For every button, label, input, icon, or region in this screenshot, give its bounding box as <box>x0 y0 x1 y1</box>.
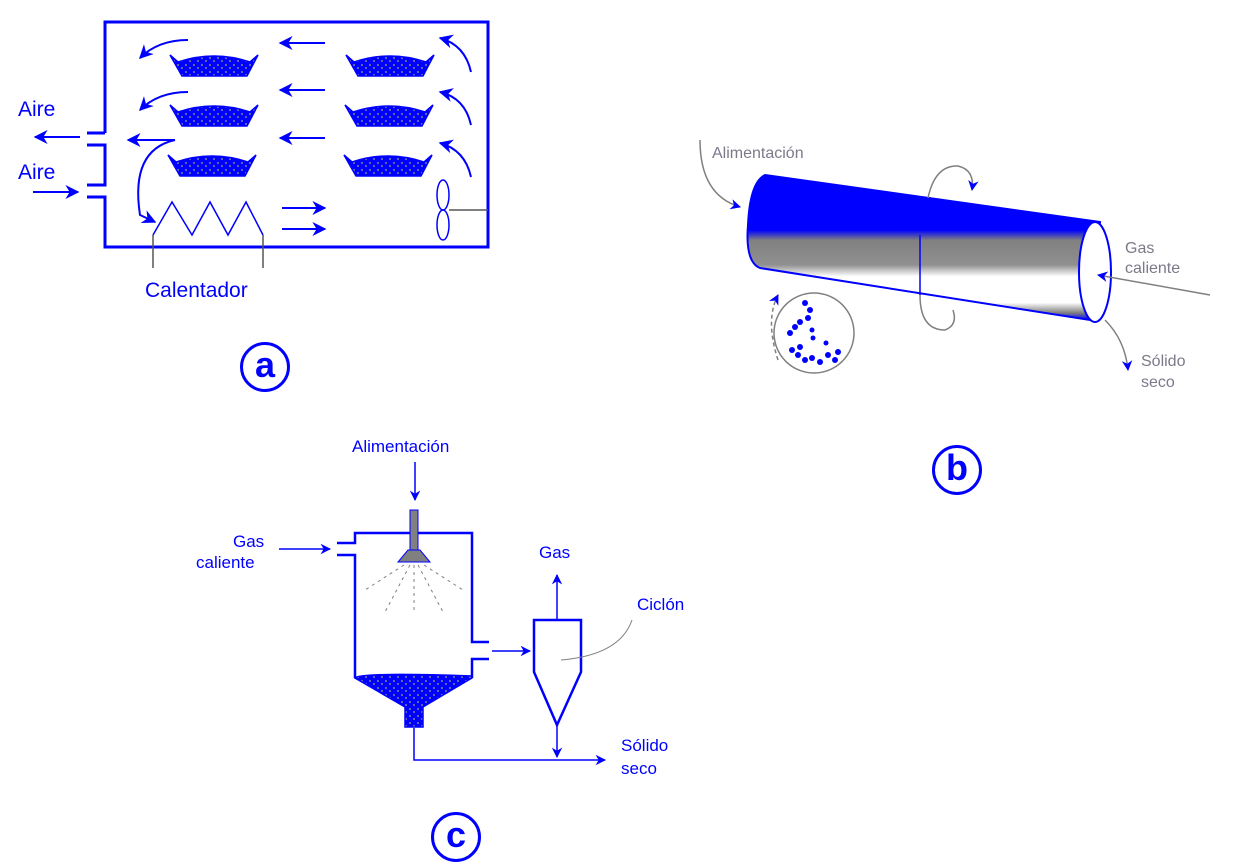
panel-c-badge: c <box>431 812 481 862</box>
dry-solid-label-c-1: Sólido <box>621 736 669 755</box>
panel-b-badge: b <box>932 445 982 495</box>
feed-label-c: Alimentación <box>352 437 450 456</box>
fan-icon <box>436 179 488 241</box>
heater-coil-icon <box>152 200 264 268</box>
spray-nozzle-icon <box>364 509 464 613</box>
rotation-arrows <box>699 139 1211 372</box>
feed-label-b: Alimentación <box>712 145 804 162</box>
heater-label: Calentador <box>145 279 248 302</box>
panel-a-badge: a <box>240 342 290 392</box>
hot-gas-label-b-2: caliente <box>1125 260 1181 277</box>
hot-gas-label-b-1: Gas <box>1125 240 1155 257</box>
dry-solid-label-c-2: seco <box>621 759 657 778</box>
air-flow-arrows <box>33 34 472 236</box>
bead-bed <box>353 673 473 728</box>
air-outlet-label: Aire <box>18 98 56 121</box>
cyclone-leader-line <box>560 619 633 661</box>
cyclone-icon <box>532 618 583 729</box>
drum-cross-section-inset <box>773 292 855 374</box>
process-arrows-c <box>279 462 607 766</box>
air-inlet-label: Aire <box>18 161 56 184</box>
rotary-drum <box>746 173 1112 323</box>
hot-gas-label-c-1: Gas <box>233 532 265 551</box>
hot-gas-label-c-2: caliente <box>196 553 255 572</box>
dry-solid-label-b-2: seco <box>1141 374 1175 391</box>
tray-icon <box>167 54 435 177</box>
dry-solid-label-b-1: Sólido <box>1141 353 1186 370</box>
tray-dryer <box>87 20 490 249</box>
cyclone-label: Ciclón <box>637 595 685 614</box>
gas-outlet-label: Gas <box>539 543 571 562</box>
